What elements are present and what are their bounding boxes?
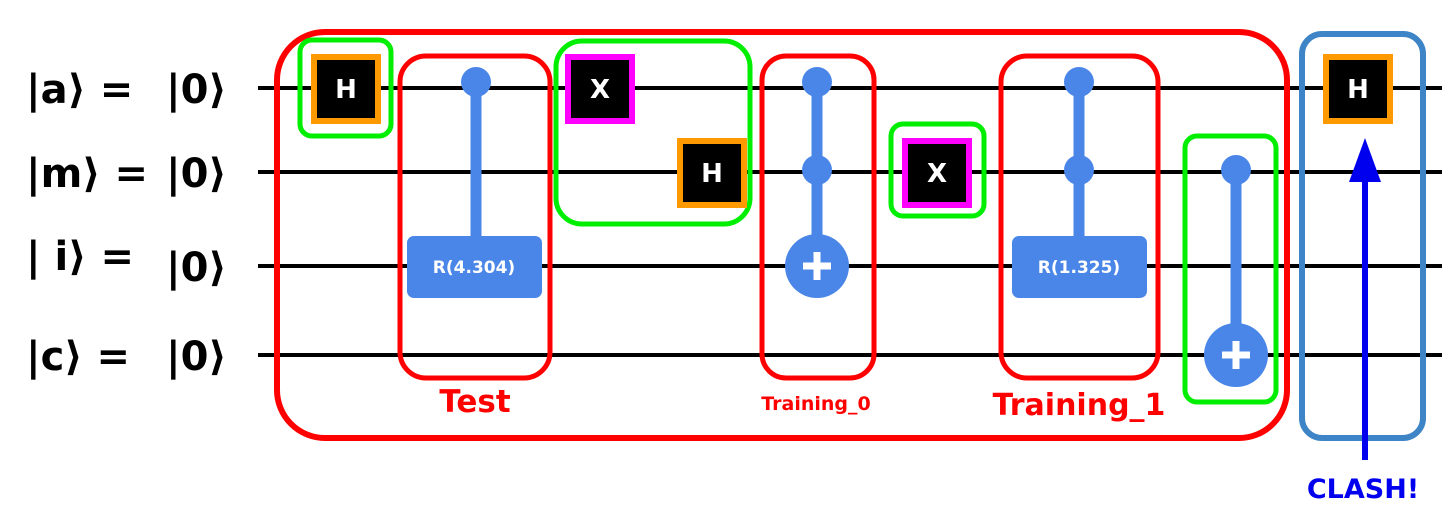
training-0-group-box (759, 53, 877, 381)
training-1-group-box (998, 53, 1161, 381)
training-0-toffoli (785, 67, 849, 298)
test-group-box (397, 53, 553, 381)
training-1-control-dot-a (1064, 67, 1094, 97)
test-rotation-gate (407, 236, 542, 298)
qubit-state-a: |0⟩ (166, 67, 227, 114)
training-1-control-dot-m (1064, 155, 1094, 185)
training-1-rotation-gate (1012, 236, 1147, 298)
h-gate-a-last-label: H (1347, 75, 1369, 105)
test-group-label: Test (439, 384, 511, 420)
qubit-state-c: |0⟩ (166, 334, 227, 381)
training-1-controlled-rotation: R(1.325) (1012, 67, 1147, 298)
x-gate-m-group-box (888, 121, 987, 219)
training-0-control-dot-m (802, 155, 832, 185)
training-1-rotation-label: R(1.325) (1038, 258, 1120, 278)
cnot-m-c (1204, 155, 1268, 387)
outer-region-box (274, 29, 1290, 441)
cnot-group-box (1182, 133, 1279, 405)
test-control-dot (461, 67, 491, 97)
h-gate-a-last: H (1323, 54, 1393, 124)
qubit-label-a: |a⟩ = (26, 67, 133, 114)
qubit-state-i: |0⟩ (166, 245, 227, 292)
h-gate-group-box (297, 37, 394, 139)
training-1-group-label: Training_1 (993, 388, 1166, 423)
x-gate-a-label: X (590, 75, 610, 105)
h-gate-m-label: H (701, 159, 723, 189)
cnot-control-dot (1221, 155, 1251, 185)
qubit-label-m: |m⟩ = (26, 151, 148, 198)
test-controlled-rotation: R(4.304) (407, 67, 542, 298)
x-h-group-box (553, 38, 753, 227)
qubit-label-c: |c⟩ = (26, 334, 130, 381)
x-gate-a: X (565, 54, 635, 124)
h-gate-m: H (677, 138, 747, 208)
training-0-control-dot-a (802, 67, 832, 97)
test-rotation-label: R(4.304) (433, 258, 515, 278)
training-0-group-label: Training_0 (761, 393, 870, 415)
x-gate-m-label: X (927, 159, 947, 189)
qubit-state-m: |0⟩ (166, 151, 227, 198)
x-gate-m: X (902, 138, 972, 208)
qubit-label-i: | i⟩ = (26, 234, 134, 281)
h-gate-a-first-label: H (335, 75, 357, 105)
clash-annotation: CLASH! (1307, 474, 1419, 505)
clash-arrow (1349, 138, 1381, 460)
h-gate-a-first: H (311, 54, 381, 124)
